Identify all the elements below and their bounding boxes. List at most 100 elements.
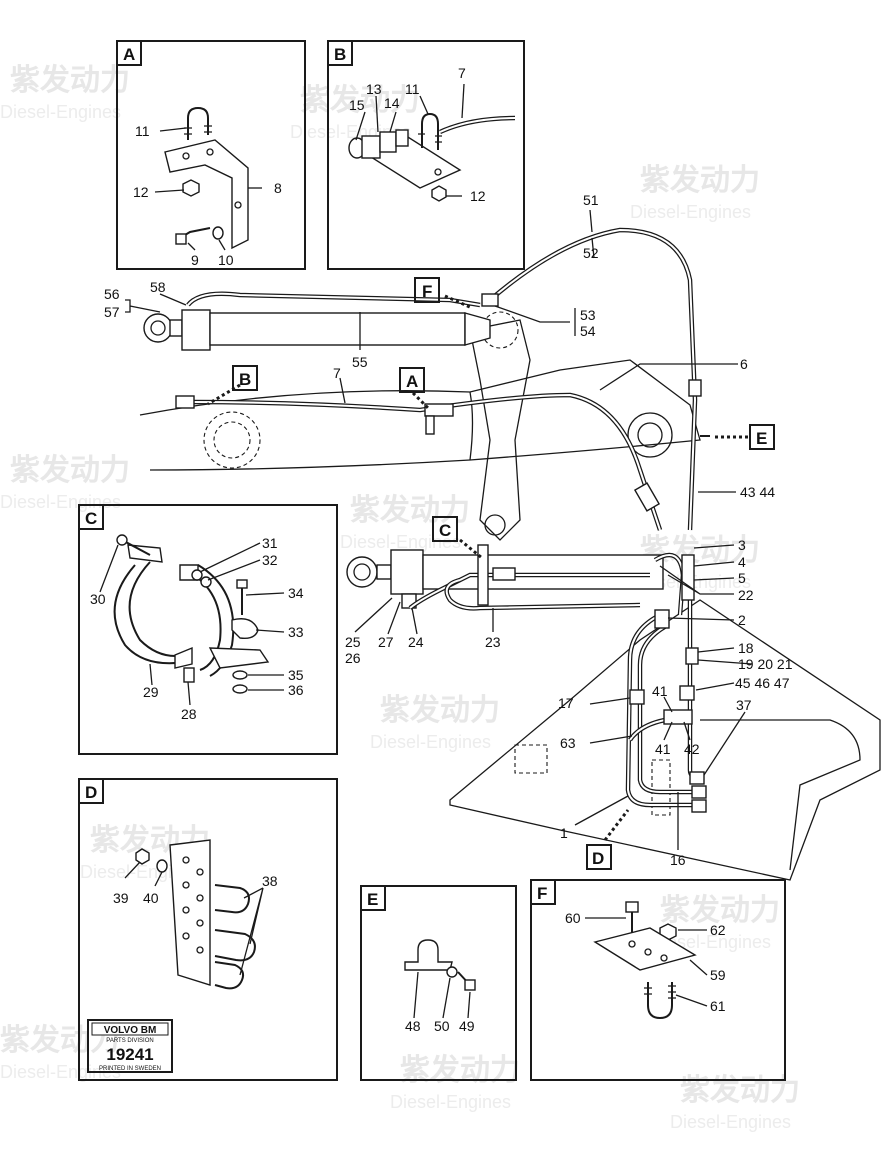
leader bbox=[703, 711, 746, 776]
hose-fitting bbox=[175, 395, 195, 409]
inset-frame bbox=[116, 40, 306, 270]
mounting-plate bbox=[593, 927, 697, 971]
leader bbox=[663, 696, 691, 741]
part-number: 58 bbox=[150, 279, 166, 295]
frame-outline bbox=[700, 719, 861, 871]
volvo-stamp: VOLVO BM PARTS DIVISION 19241 PRINTED IN… bbox=[87, 1019, 173, 1073]
part-number: 35 bbox=[288, 667, 304, 683]
pivot-hidden bbox=[213, 421, 251, 459]
hose-fitting bbox=[492, 567, 516, 581]
nut bbox=[135, 848, 150, 865]
leader bbox=[697, 647, 735, 653]
callout-letter: D bbox=[592, 849, 604, 868]
inset-c: C 30 31 32 34 bbox=[78, 504, 338, 755]
pipe-fitting bbox=[629, 689, 645, 705]
part-number: 55 bbox=[352, 354, 368, 370]
washer bbox=[232, 670, 248, 680]
watermark-text: 紫发动力 bbox=[10, 64, 130, 97]
watermark-text: 紫发动力 bbox=[680, 1074, 800, 1107]
callout-box-b bbox=[232, 365, 258, 391]
bolt-head bbox=[625, 901, 639, 913]
stamp-printed: PRINTED IN SWEDEN bbox=[99, 1066, 161, 1072]
part-number: 26 bbox=[345, 650, 361, 666]
plate-hole bbox=[182, 856, 190, 864]
plate-hole bbox=[196, 946, 204, 954]
clamp bbox=[477, 544, 489, 606]
fitting-nut bbox=[379, 131, 397, 153]
boom-outline bbox=[139, 359, 701, 471]
leader bbox=[574, 795, 629, 826]
leader bbox=[461, 83, 465, 119]
part-number: 41 bbox=[655, 741, 671, 757]
leader bbox=[667, 617, 735, 621]
inset-letter: A bbox=[123, 45, 135, 64]
part-number: 15 bbox=[349, 97, 365, 113]
pipe-fitting bbox=[691, 799, 707, 813]
watermark-subtext: Diesel-Engines bbox=[670, 1112, 791, 1132]
cylinder-eye bbox=[143, 313, 173, 343]
clamp bbox=[425, 415, 435, 435]
main-assembly: B A F C E D bbox=[104, 192, 881, 881]
part-number: 19 20 21 bbox=[738, 656, 793, 672]
pipe-fitting bbox=[685, 647, 699, 665]
cylinder-barrel bbox=[422, 554, 664, 590]
frame-cutout bbox=[514, 744, 548, 774]
leader bbox=[159, 127, 187, 132]
plate-hole bbox=[182, 932, 190, 940]
inset-letter: D bbox=[85, 783, 97, 802]
clamp-plate bbox=[208, 647, 270, 669]
leader bbox=[413, 971, 419, 1019]
part-number: 33 bbox=[288, 624, 304, 640]
watermark-subtext: Diesel-Engines bbox=[0, 102, 121, 122]
part-number: 38 bbox=[262, 873, 278, 889]
watermark-text: 紫发动力 bbox=[640, 164, 760, 197]
u-bolt-thread bbox=[644, 985, 676, 999]
part-number: 37 bbox=[736, 697, 752, 713]
leader bbox=[697, 659, 753, 665]
cylinder-eye bbox=[353, 563, 371, 581]
clamp bbox=[404, 939, 453, 971]
part-number: 52 bbox=[583, 245, 599, 261]
callout-box-c bbox=[432, 516, 458, 542]
pivot bbox=[637, 422, 663, 448]
pipe-fitting bbox=[654, 609, 670, 629]
leader bbox=[693, 544, 735, 549]
inset-f: F 60 62 59 61 bbox=[530, 879, 786, 1081]
inset-frame bbox=[360, 885, 517, 1081]
leader bbox=[467, 991, 471, 1019]
pipe-fitting bbox=[663, 709, 693, 725]
part-number: 24 bbox=[408, 634, 424, 650]
leader bbox=[199, 542, 261, 573]
u-bolt bbox=[421, 112, 439, 150]
inset-e: E 48 50 49 bbox=[360, 885, 517, 1081]
watermark-text: 紫发动力 bbox=[350, 494, 470, 527]
clamp-ear bbox=[127, 544, 163, 563]
leader bbox=[663, 721, 673, 741]
leader bbox=[494, 305, 576, 336]
watermark-subtext: Diesel-Engines bbox=[0, 1062, 121, 1082]
hose-fitting bbox=[633, 482, 661, 512]
callout-leader bbox=[459, 538, 483, 560]
clamp-ear bbox=[174, 646, 193, 669]
leader bbox=[187, 681, 191, 706]
callout-letter: B bbox=[239, 370, 251, 389]
part-number: 12 bbox=[470, 188, 486, 204]
part-number: 16 bbox=[670, 852, 686, 868]
part-number: 51 bbox=[583, 192, 599, 208]
inset-d: D 38 39 40 VOLVO BM PARTS DIVISION 19241 bbox=[78, 778, 338, 1081]
leader bbox=[589, 697, 631, 705]
washer bbox=[212, 226, 224, 240]
inset-frame bbox=[530, 879, 786, 1081]
plate-hole bbox=[628, 940, 636, 948]
nut bbox=[200, 576, 212, 588]
part-number: 5 bbox=[738, 570, 746, 586]
leader bbox=[125, 299, 161, 313]
plate-hole bbox=[182, 881, 190, 889]
pipe-fitting bbox=[679, 685, 695, 701]
part-number: 30 bbox=[90, 591, 106, 607]
washer bbox=[191, 569, 203, 581]
part-number: 2 bbox=[738, 612, 746, 628]
part-number: 56 bbox=[104, 286, 120, 302]
part-number: 50 bbox=[434, 1018, 450, 1034]
